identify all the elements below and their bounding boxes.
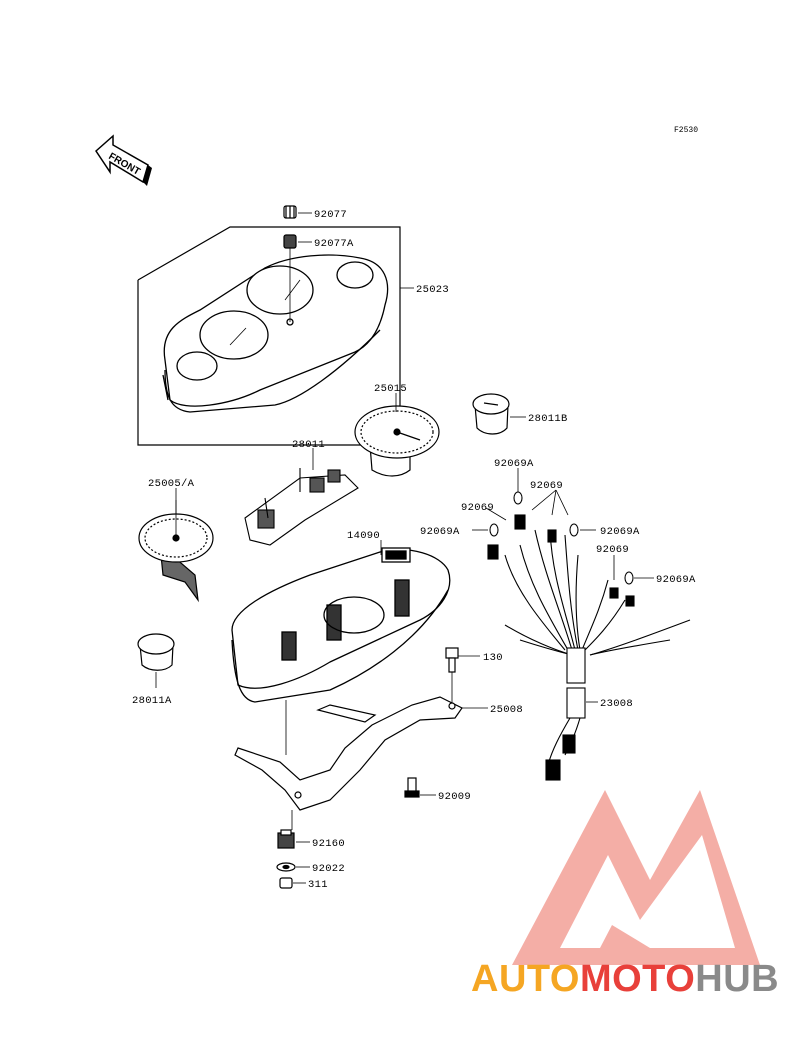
label-92069a-left: 92069A — [420, 526, 460, 538]
front-arrow-icon: FRONT — [95, 134, 152, 186]
label-92069a-top: 92069A — [494, 458, 534, 470]
damper-92160-icon — [277, 829, 295, 849]
gauge-25005a — [138, 500, 214, 603]
figure-code: F2530 — [674, 126, 698, 135]
watermark-logo-icon — [512, 790, 760, 965]
label-92077a: 92077A — [314, 238, 354, 250]
label-92022: 92022 — [312, 863, 345, 875]
washer-92022-icon — [276, 862, 296, 872]
harness-23008 — [487, 468, 691, 781]
label-25008: 25008 — [490, 704, 523, 716]
nut-92077-icon — [283, 205, 297, 219]
meter-case-14090 — [231, 540, 451, 755]
socket-28011 — [244, 468, 359, 546]
cup-28011b — [472, 393, 510, 435]
watermark-part2: MOTO — [579, 958, 696, 1000]
label-92069-left: 92069 — [461, 502, 494, 514]
screw-92009-icon — [404, 777, 420, 798]
label-92069a-far: 92069A — [656, 574, 696, 586]
label-14090: 14090 — [347, 530, 380, 542]
leader-lines — [175, 212, 654, 884]
label-25023: 25023 — [416, 284, 449, 296]
part-labels: 92077 92077A 25023 25015 28011B 28011 25… — [132, 209, 696, 891]
label-92160: 92160 — [312, 838, 345, 850]
nut-92077a-icon — [283, 234, 297, 322]
label-23008: 23008 — [600, 698, 633, 710]
label-25015: 25015 — [374, 383, 407, 395]
label-130: 130 — [483, 652, 503, 664]
bracket-25008 — [234, 696, 463, 830]
label-92009: 92009 — [438, 791, 471, 803]
label-28011a: 28011A — [132, 695, 172, 707]
cover-box — [137, 226, 401, 446]
label-92077: 92077 — [314, 209, 347, 221]
label-92069-top: 92069 — [530, 480, 563, 492]
watermark-part1: AUTO — [471, 958, 580, 1000]
watermark-text: AUTOMOTOHUB — [471, 958, 779, 1001]
watermark-part3: HUB — [695, 958, 780, 1000]
label-25005a: 25005/A — [148, 478, 195, 490]
label-311: 311 — [308, 879, 328, 891]
label-28011b: 28011B — [528, 413, 568, 425]
gauge-25015 — [354, 405, 440, 477]
label-92069a-right: 92069A — [600, 526, 640, 538]
label-28011: 28011 — [292, 439, 325, 451]
meter-cover-25023 — [162, 254, 389, 413]
cup-28011a — [137, 633, 175, 688]
label-92069-right: 92069 — [596, 544, 629, 556]
nut-311-icon — [279, 877, 293, 889]
